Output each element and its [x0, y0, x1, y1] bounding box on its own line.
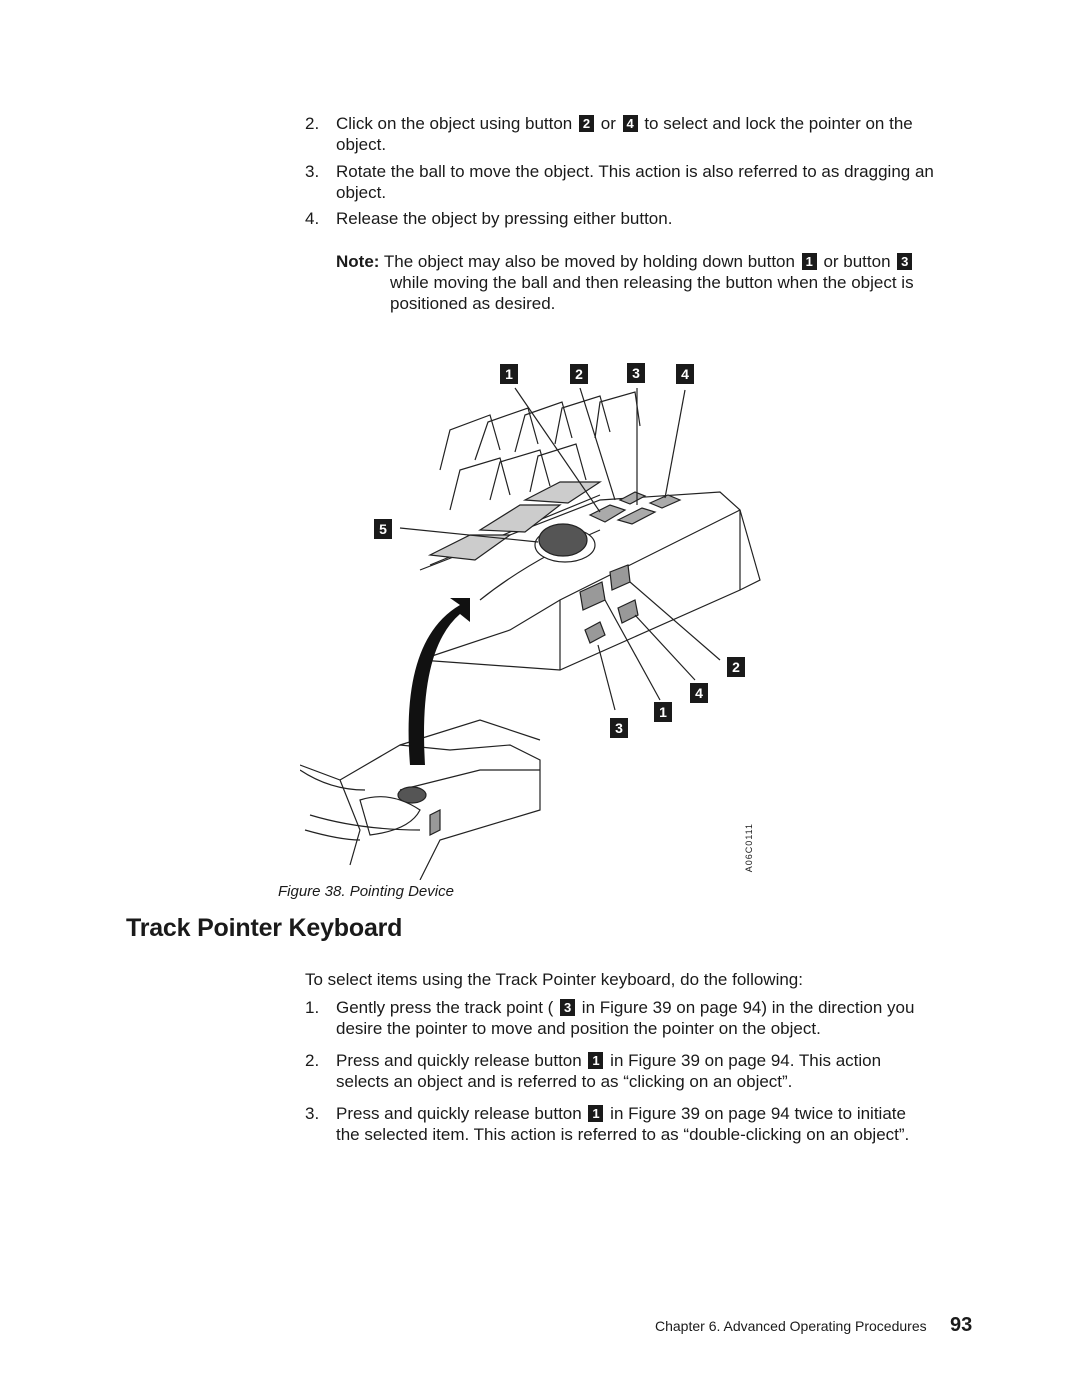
list-item-text: selects an object and is referred to as … [336, 1072, 793, 1091]
list-item-text: Release the object by pressing either bu… [336, 209, 673, 228]
callout-label: 2 [570, 364, 588, 384]
list-item-text: Press and quickly release button 1 in Fi… [336, 1103, 906, 1124]
list-item-text: the selected item. This action is referr… [336, 1125, 910, 1144]
list-number: 2. [305, 114, 320, 133]
button-badge: 2 [579, 115, 594, 132]
callout-label: 3 [627, 363, 645, 383]
text: in Figure 39 on page 94) in the directio… [581, 998, 915, 1017]
callout-label: 4 [676, 364, 694, 384]
list-item-text: Rotate the ball to move the object. This… [336, 162, 934, 181]
list-number: 2. [305, 1051, 320, 1070]
list-item-text: object. [336, 135, 387, 154]
button-badge: 3 [560, 999, 576, 1016]
list-item-text: Gently press the track point ( 3 in Figu… [336, 997, 914, 1018]
list-item-text: desire the pointer to move and position … [336, 1019, 821, 1038]
pointing-device-illustration [300, 387, 761, 880]
list-number: 3. [305, 162, 320, 181]
section-intro: To select items using the Track Pointer … [305, 970, 803, 989]
page-number: 93 [950, 1314, 973, 1336]
text: Gently press the track point ( [336, 998, 554, 1017]
list-number: 1. [305, 998, 320, 1017]
figure-caption: Figure 38. Pointing Device [278, 883, 454, 900]
text: or button [823, 252, 891, 271]
list-item-text: object. [336, 183, 387, 202]
text: to select and lock the pointer on the [644, 114, 913, 133]
section-heading: Track Pointer Keyboard [126, 914, 403, 942]
callout-label: 5 [374, 519, 392, 539]
text: in Figure 39 on page 94. This action [610, 1051, 882, 1070]
text: Press and quickly release button [336, 1051, 582, 1070]
text: Press and quickly release button [336, 1104, 582, 1123]
list-number: 4. [305, 209, 320, 228]
button-badge: 1 [588, 1052, 604, 1069]
list-item-text: Click on the object using button 2 or 4 … [336, 113, 913, 134]
note-text: positioned as desired. [390, 294, 556, 313]
list-number: 3. [305, 1104, 320, 1123]
text: in Figure 39 on page 94 twice to initiat… [610, 1104, 906, 1123]
callout-label: 3 [610, 718, 628, 738]
callout-label: 1 [500, 364, 518, 384]
button-badge: 3 [897, 253, 913, 270]
button-badge: 4 [622, 115, 638, 132]
button-badge: 1 [588, 1105, 604, 1122]
note-label: Note: [336, 252, 380, 271]
note-text: while moving the ball and then releasing… [390, 273, 914, 292]
text: Click on the object using button [336, 114, 573, 133]
footer-chapter: Chapter 6. Advanced Operating Procedures [655, 1318, 927, 1334]
callout-label: 1 [654, 702, 672, 722]
callout-label: 2 [727, 657, 745, 677]
note: Note: The object may also be moved by ho… [336, 251, 914, 272]
figure-id: A06C0111 [744, 823, 754, 873]
button-badge: 1 [801, 253, 817, 270]
list-item-text: Press and quickly release button 1 in Fi… [336, 1050, 881, 1071]
text: The object may also be moved by holding … [383, 252, 795, 271]
callout-label: 4 [690, 683, 708, 703]
text: or [600, 114, 616, 133]
